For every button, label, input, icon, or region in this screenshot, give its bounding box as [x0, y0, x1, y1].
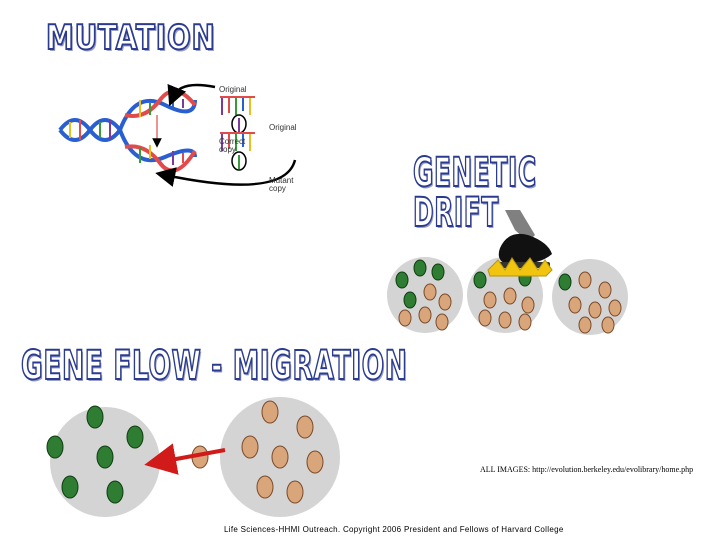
migration-arrow: [144, 443, 226, 475]
brown-bugs-pop1: [398, 283, 452, 331]
parent-dna-helix: [58, 118, 122, 142]
brown-bugs-pop2: [478, 287, 535, 331]
correct-copy-label-line2: copy: [219, 145, 236, 154]
gene-flow-illustration: [40, 392, 340, 522]
drift-populations-svg: [387, 210, 628, 335]
gene-flow-svg: [46, 397, 340, 517]
dna-replication-illustration: [58, 83, 297, 187]
mutation-title: MUTATION: [45, 18, 216, 58]
mutant-copy-label-line1: Mutant: [269, 176, 294, 185]
mutation-diagram: Original Correct copy Original Mutant co…: [55, 75, 310, 200]
top-curved-arrow: [167, 83, 216, 107]
mutant-copy-label-line2: copy: [269, 184, 286, 193]
shoe-stomp-icon: [487, 210, 553, 277]
brown-bugs-right: [241, 400, 324, 504]
mutant-copy-bases: [220, 132, 255, 171]
population-circle-3: [552, 259, 628, 335]
original-top-label: Original: [219, 85, 247, 94]
green-bugs-pop1: [395, 259, 445, 309]
correct-copy-label-line1: Correct: [219, 137, 246, 146]
green-bugs-left: [46, 405, 144, 504]
genetic-drift-illustration: [380, 210, 635, 335]
brown-bugs-pop3: [568, 271, 622, 334]
bottom-curved-arrow: [155, 159, 297, 187]
gene-flow-title: GENE FLOW - MIGRATION: [20, 343, 408, 389]
original-bottom-label: Original: [269, 123, 297, 132]
copyright-footer: Life Sciences-HHMI Outreach. Copyright 2…: [224, 525, 564, 534]
genetic-drift-title: GENETIC DRIFT: [412, 150, 537, 236]
correct-copy-bases: [220, 96, 255, 134]
image-credit: ALL IMAGES: http://evolution.berkeley.ed…: [480, 465, 694, 474]
daughter-dna-bottom: [118, 129, 197, 173]
green-bugs-pop3: [558, 273, 572, 291]
